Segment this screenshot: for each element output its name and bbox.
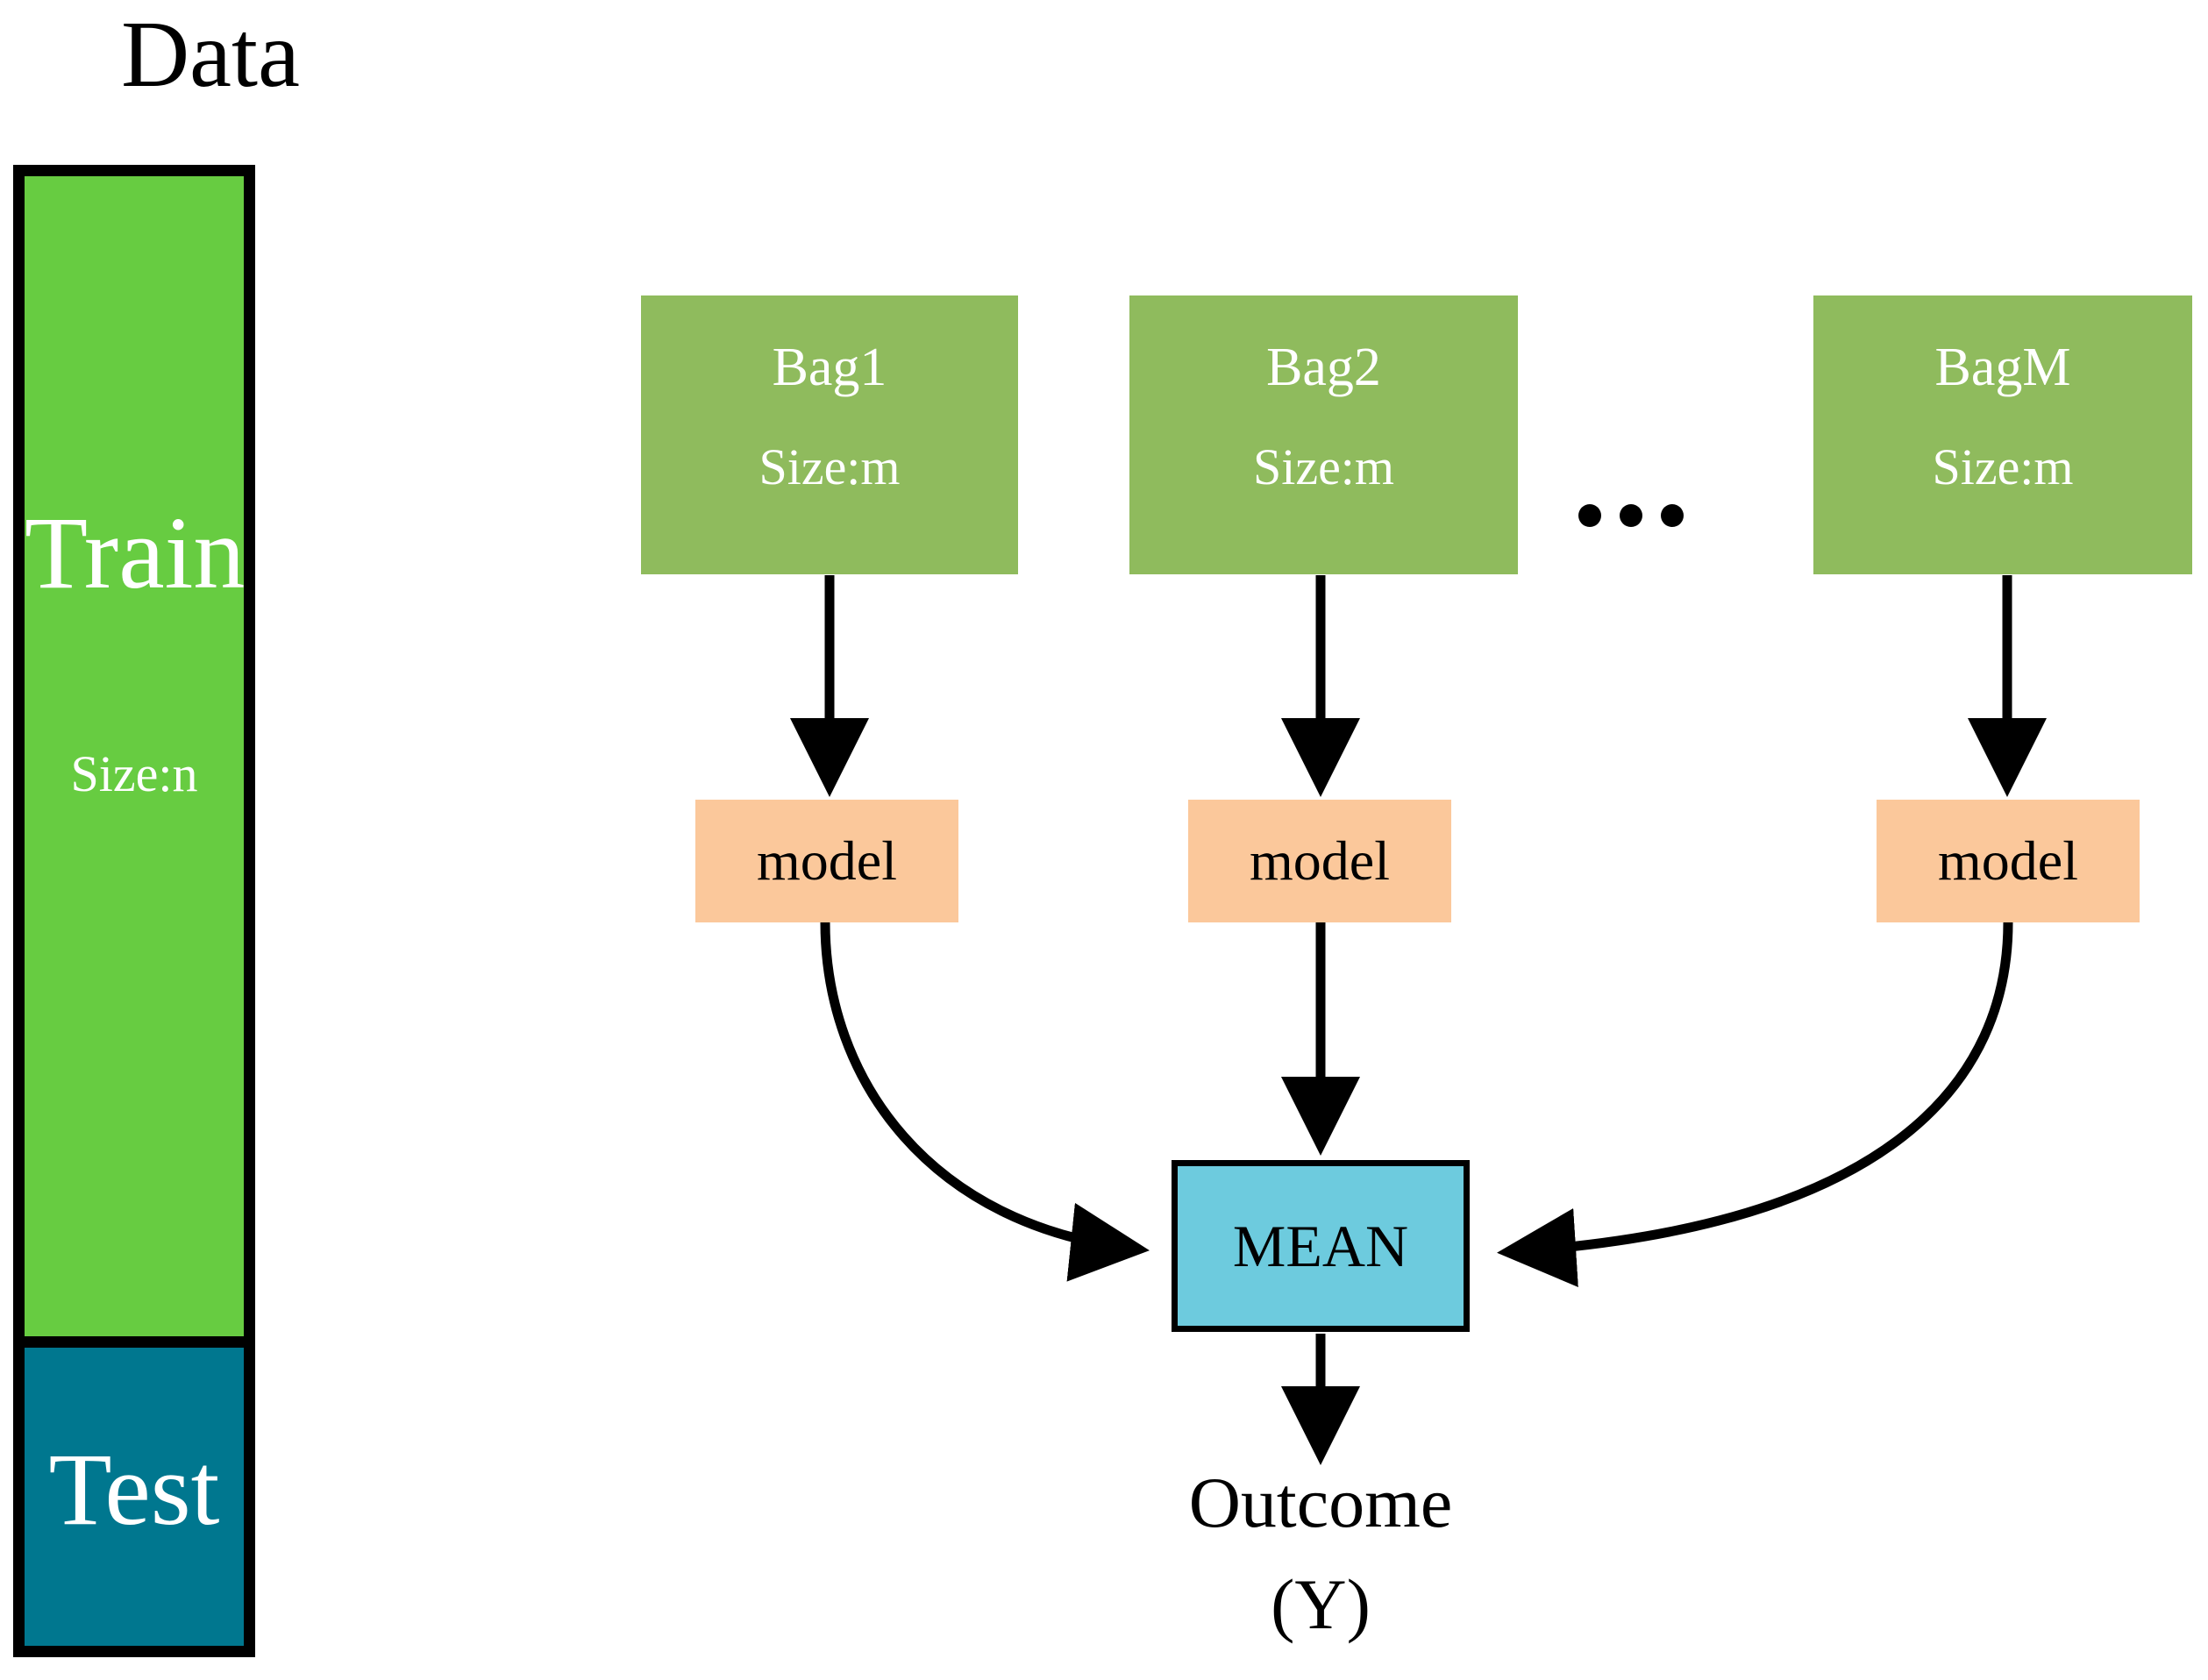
test-block: Test: [25, 1348, 244, 1646]
bag-name-m: BagM: [1934, 338, 2071, 397]
bag-size-m: Size:m: [1932, 438, 2074, 495]
bag-size-2: Size:m: [1252, 438, 1395, 495]
mean-box: MEAN: [1172, 1160, 1470, 1332]
model-label-1: model: [757, 829, 897, 892]
train-block: Train Size:n: [25, 176, 246, 1348]
bag-box-m: BagM Size:m: [1813, 295, 2192, 574]
train-size-label: Size:n: [70, 745, 198, 802]
model-box-1: model: [695, 800, 958, 922]
data-bar: Train Size:n Test: [13, 165, 255, 1657]
ellipsis-icon: [1578, 496, 1684, 535]
ellipsis-dot: [1620, 504, 1642, 527]
bag-box-1: Bag1 Size:m: [641, 295, 1018, 574]
arrow-model1-to-mean: [820, 922, 1150, 1282]
bag-name-1: Bag1: [772, 338, 887, 397]
test-label: Test: [48, 1432, 220, 1547]
outcome-variable: (Y): [1271, 1564, 1371, 1644]
bag-name-2: Bag2: [1266, 338, 1381, 397]
train-label: Train: [25, 495, 246, 610]
model-box-3: model: [1877, 800, 2140, 922]
model-label-2: model: [1250, 829, 1390, 892]
outcome-label: Outcome: [1188, 1463, 1453, 1542]
mean-label: MEAN: [1232, 1213, 1409, 1279]
model-box-2: model: [1188, 800, 1451, 922]
model-label-3: model: [1938, 829, 2078, 892]
bag-box-2: Bag2 Size:m: [1129, 295, 1518, 574]
outcome-block: Outcome (Y): [1075, 1463, 1566, 1645]
bag-size-1: Size:m: [759, 438, 901, 495]
page-title: Data: [121, 3, 300, 107]
ellipsis-dot: [1661, 504, 1684, 527]
arrow-model3-to-mean: [1497, 922, 2013, 1287]
ellipsis-dot: [1578, 504, 1601, 527]
